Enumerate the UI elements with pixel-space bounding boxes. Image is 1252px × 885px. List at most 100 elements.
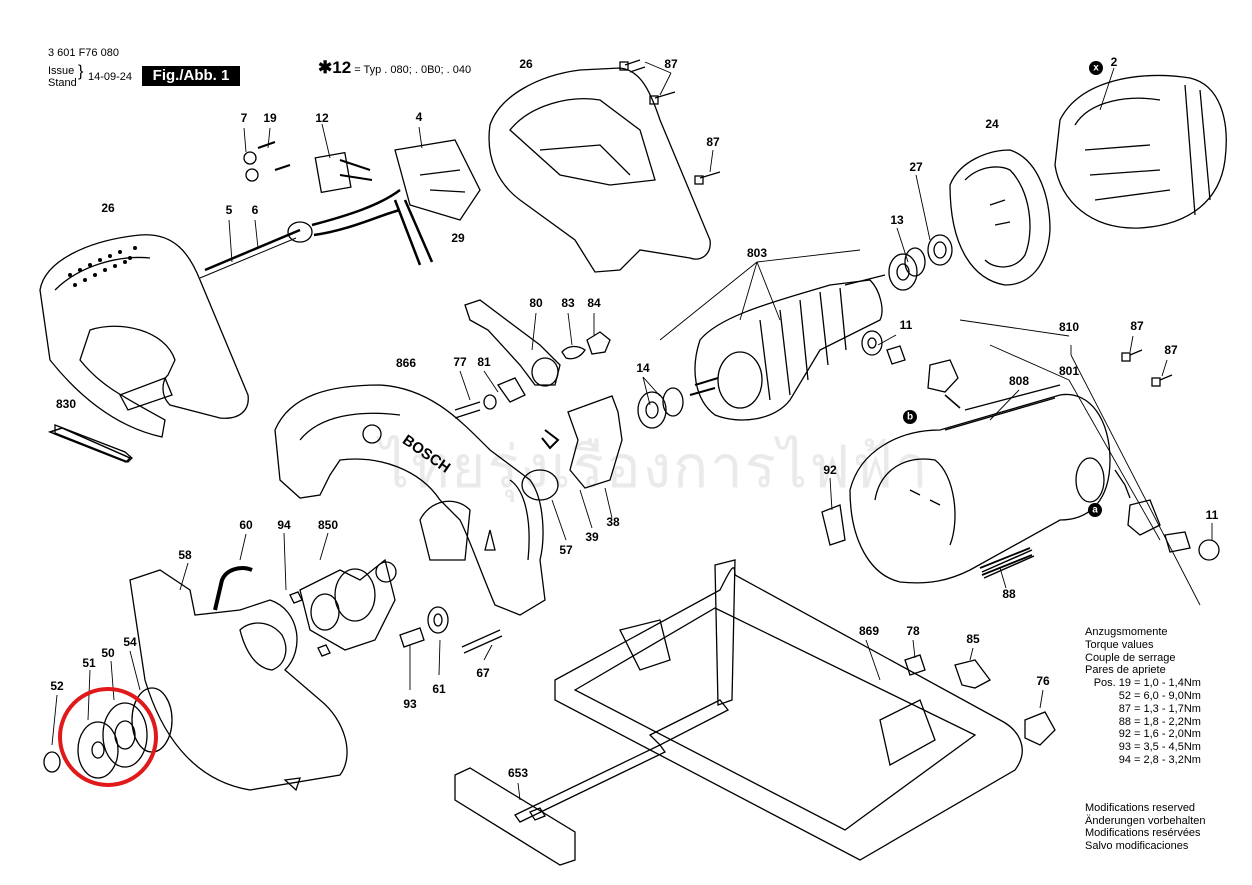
bolt-88 <box>981 549 1035 579</box>
part-label: 29 <box>451 231 465 245</box>
torque-pos: 52 <box>1118 689 1131 702</box>
stand-label: Stand <box>48 77 77 89</box>
part-label: 2 <box>1110 55 1118 69</box>
torque-title-en: Torque values <box>1085 638 1154 651</box>
bearings-14-11 <box>637 330 906 429</box>
mod-line: Salvo modificaciones <box>1085 839 1189 852</box>
part-label: 7 <box>240 111 248 125</box>
part-label: 77 <box>453 355 467 369</box>
part-label: 50 <box>101 646 115 660</box>
part-label: 810 <box>1058 320 1080 334</box>
part-label: 61 <box>432 682 446 696</box>
motor-housing <box>849 384 1111 584</box>
part-label: 24 <box>985 117 999 131</box>
base-plate <box>554 559 1023 861</box>
part-label: 80 <box>529 296 543 310</box>
part-label: 13 <box>890 213 904 227</box>
torque-value: = 1,3 - 1,7Nm <box>1134 702 1201 715</box>
torque-pos: 94 <box>1118 753 1131 766</box>
cable-parts <box>199 139 481 279</box>
part-label: 11 <box>899 318 913 332</box>
flange-850 <box>289 558 397 657</box>
part-label: 87 <box>706 135 720 149</box>
torque-title-fr: Couple de serrage <box>1085 651 1176 664</box>
part-label: 58 <box>178 548 192 562</box>
mod-line: Modifications resérvées <box>1085 827 1201 839</box>
part-label: 67 <box>476 666 490 680</box>
torque-value: = 6,0 - 9,0Nm <box>1134 689 1201 702</box>
part-label: 12 <box>315 111 329 125</box>
part-label: 801 <box>1058 364 1080 378</box>
part-label: 52 <box>50 679 64 693</box>
lock-lever <box>464 299 611 387</box>
armature <box>689 274 886 421</box>
hose <box>213 566 253 611</box>
torque-title-es: Pares de apriete <box>1085 664 1166 677</box>
part-label: 11 <box>1205 508 1219 522</box>
part-label: 87 <box>1164 343 1178 357</box>
torque-pos: Pos. 19 <box>1093 677 1131 690</box>
part-label: 87 <box>1130 319 1144 333</box>
bearings-13-27 <box>888 234 953 291</box>
torque-pos: 88 <box>1118 715 1131 728</box>
part-label: 51 <box>82 656 96 670</box>
part-label: 4 <box>415 110 423 124</box>
torque-pos: 92 <box>1118 728 1131 741</box>
torque-value: = 1,8 - 2,2Nm <box>1134 715 1201 728</box>
part-label: 84 <box>587 296 601 310</box>
part-label: 866 <box>395 356 417 370</box>
torque-value: = 3,5 - 4,5Nm <box>1134 741 1201 754</box>
torque-value: = 1,0 - 1,4Nm <box>1134 677 1201 690</box>
part-label: 14 <box>636 361 650 375</box>
part-label: 19 <box>263 111 277 125</box>
part-label: b <box>906 411 914 423</box>
torque-row: 94= 2,8 - 3,2Nm <box>1085 754 1201 767</box>
part-label: 76 <box>1036 674 1050 688</box>
lower-guard <box>129 569 348 792</box>
part-label: 803 <box>746 246 768 260</box>
figure-label: Fig./Abb. 1 <box>142 66 240 86</box>
torque-row: 93= 3,5 - 4,5Nm <box>1085 741 1201 754</box>
torque-row: 52= 6,0 - 9,0Nm <box>1085 690 1201 703</box>
part-label: 54 <box>123 635 137 649</box>
torque-row: 92= 1,6 - 2,0Nm <box>1085 728 1201 741</box>
torque-table: Anzugsmomente Torque values Couple de se… <box>1085 626 1201 767</box>
modifications-note: Modifications reserved Änderungen vorbeh… <box>1085 802 1205 852</box>
part-label: 27 <box>909 160 923 174</box>
part-number: 3 601 F76 080 <box>48 47 119 59</box>
typ-note: ✱12 = Typ . 080; . 0B0; . 040 <box>318 58 471 78</box>
leader-lines <box>51 61 1213 801</box>
spindle-lock-parts <box>454 377 526 419</box>
torque-value: = 1,6 - 2,0Nm <box>1134 728 1201 741</box>
handle-cover <box>488 67 711 273</box>
torque-value: = 2,8 - 3,2Nm <box>1134 753 1201 766</box>
part-label: 57 <box>559 543 573 557</box>
torque-pos: 93 <box>1118 741 1131 754</box>
torque-title-de: Anzugsmomente <box>1085 626 1168 638</box>
part-label: 5 <box>225 203 233 217</box>
knobs <box>904 654 1056 746</box>
part-label: 92 <box>823 463 837 477</box>
handle-left <box>39 234 249 463</box>
parallel-guide <box>454 744 666 866</box>
fan-baffle <box>949 149 1051 286</box>
typ-text: = Typ . 080; . 0B0; . 040 <box>354 64 472 76</box>
part-label: 78 <box>906 624 920 638</box>
screws <box>619 59 1173 387</box>
issue-date: 14-09-24 <box>88 71 133 83</box>
part-label: 850 <box>317 518 339 532</box>
watermark: ไทยรุ่งเรืองการไฟฟ้า <box>380 435 930 500</box>
brace: } <box>78 63 84 80</box>
part-label: 93 <box>403 697 417 711</box>
highlight-circle <box>58 687 158 787</box>
part-label: 26 <box>519 57 533 71</box>
part-label: 83 <box>561 296 575 310</box>
typ-star: ✱12 <box>318 58 352 77</box>
mod-line: Modifications reserved <box>1085 802 1196 814</box>
issue-label: Issue <box>48 65 75 77</box>
torque-pos: 87 <box>1118 702 1131 715</box>
part-label: 6 <box>251 203 259 217</box>
part-label: 830 <box>55 397 77 411</box>
